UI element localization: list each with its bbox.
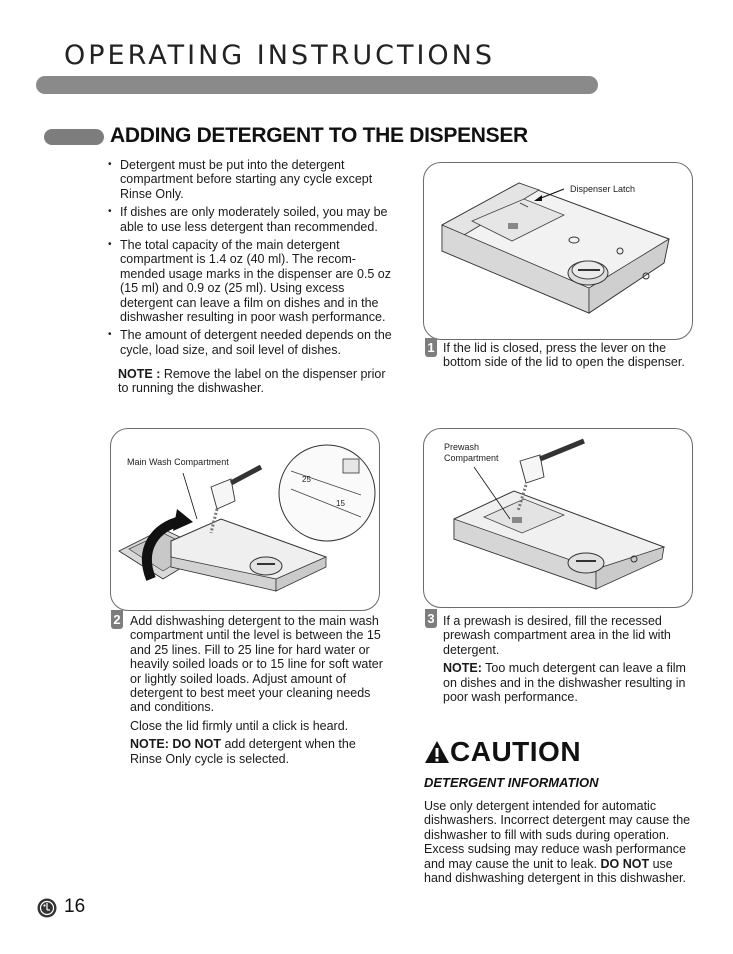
prewash-label-line2: Compartment [444,453,499,463]
prewash-label-line1: Prewash [444,442,480,452]
fill-mark-25-label: 25 [302,475,311,484]
step3-note: NOTE: Too much detergent can leave a fil… [443,661,688,704]
caution-body: Use only detergent intended for automati… [424,799,691,871]
step1-number: 1 [425,338,437,357]
fill-mark-15-label: 15 [336,499,345,508]
lg-logo-icon [37,898,57,918]
step2-text-block: Add dishwashing detergent to the main wa… [130,614,386,770]
page-number: 16 [64,896,86,917]
step2-figure-panel [110,428,380,611]
step3-figure-panel [423,428,693,608]
step2-note-label: NOTE: DO NOT [130,737,221,752]
label-note: NOTE : Remove the label on the dispenser… [118,367,398,396]
instruction-bullet-list: Detergent must be put into the detergent… [108,158,394,361]
bullet-item: The amount of detergent needed depends o… [108,328,394,357]
page-header-title: OPERATING INSTRUCTIONS [64,40,496,71]
main-wash-compartment-label: Main Wash Compartment [127,457,229,467]
step2-number: 2 [111,610,123,629]
section-title: ADDING DETERGENT TO THE DISPENSER [110,124,528,147]
header-divider-bar [36,76,598,94]
dispenser-latch-label: Dispenser Latch [570,184,636,194]
step1-text: If the lid is closed, press the lever on… [443,341,685,370]
step3-note-text: Too much detergent can leave a film on d… [443,661,686,705]
main-wash-compartment-illustration [118,444,376,592]
step3-note-label: NOTE: [443,661,482,676]
step1-figure-panel [423,162,693,340]
caution-do-not: DO NOT [600,856,650,871]
step3-text: If a prewash is desired, fill the recess… [443,614,671,657]
step2-close-lid-text: Close the lid firmly until a click is he… [130,718,349,733]
dispenser-closed-illustration [441,182,670,314]
section-marker [44,129,104,145]
bullet-item: The total capacity of the main detergent… [108,238,394,324]
step2-note: NOTE: DO NOT add detergent when the Rins… [130,737,386,766]
caution-body-end: use hand dishwashing detergent in this d… [424,856,686,886]
note-label: NOTE : [118,367,161,381]
step3-text-block: If a prewash is desired, fill the recess… [443,614,688,708]
prewash-compartment-label: Prewash Compartment [444,442,499,464]
bullet-item: If dishes are only moderately soiled, yo… [108,205,394,234]
step2-text: Add dishwashing detergent to the main wa… [130,614,383,715]
note-text: Remove the label on the dispenser prior … [118,367,386,396]
bullet-item: Detergent must be put into the detergent… [108,158,394,201]
caution-title: CAUTION [450,736,582,767]
prewash-compartment-illustration [453,438,666,590]
caution-heading: CAUTION [424,736,581,768]
step2-note-text: add detergent when the Rinse Only cycle … [130,737,356,766]
warning-triangle-icon [425,741,449,763]
step3-number: 3 [425,609,437,628]
caution-subtitle: DETERGENT INFORMATION [424,775,599,790]
caution-text: Use only detergent intended for automati… [424,799,696,885]
